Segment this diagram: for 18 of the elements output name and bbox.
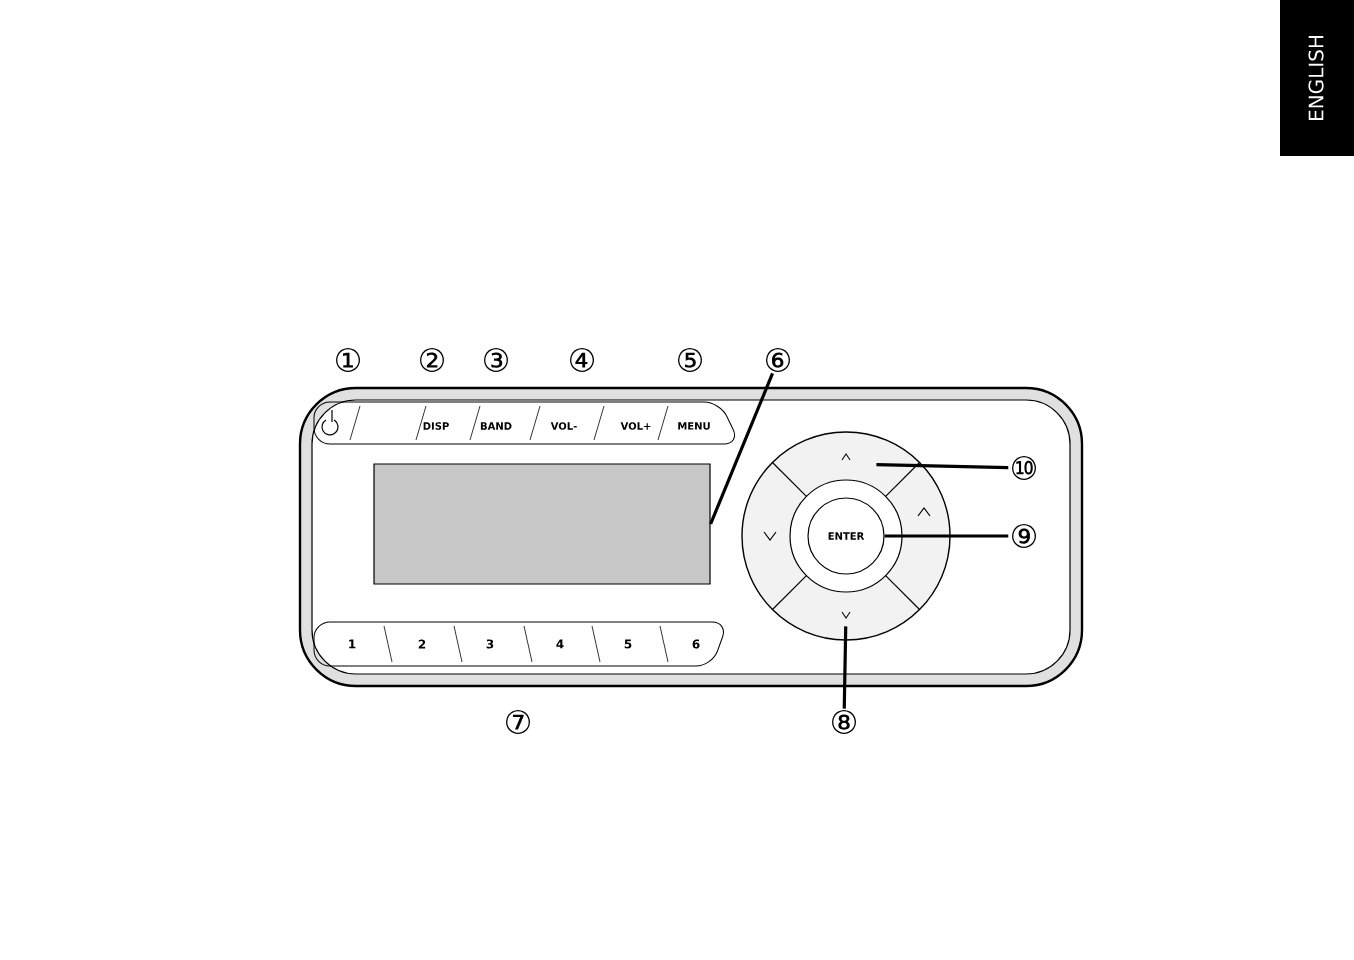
callout-number: ② bbox=[420, 348, 444, 372]
callout-number: ④ bbox=[570, 348, 594, 372]
callout-number: ⑩ bbox=[1012, 456, 1036, 480]
down-button bbox=[841, 611, 851, 619]
callout-number: ⑥ bbox=[766, 348, 790, 372]
leader-line bbox=[884, 534, 1009, 538]
up-button bbox=[841, 453, 851, 461]
callout-number: ⑧ bbox=[832, 710, 856, 734]
callout-number: ③ bbox=[484, 348, 508, 372]
callout-number: ⑤ bbox=[678, 348, 702, 372]
leader-line bbox=[709, 372, 774, 525]
leader-line bbox=[876, 463, 1009, 470]
language-tab: ENGLISH bbox=[1280, 0, 1354, 156]
callout-number: ⑦ bbox=[506, 710, 530, 734]
callout-number: ⑨ bbox=[1012, 524, 1036, 548]
callout-number: ① bbox=[336, 348, 360, 372]
display-screen bbox=[373, 463, 711, 585]
leader-line bbox=[842, 626, 848, 709]
